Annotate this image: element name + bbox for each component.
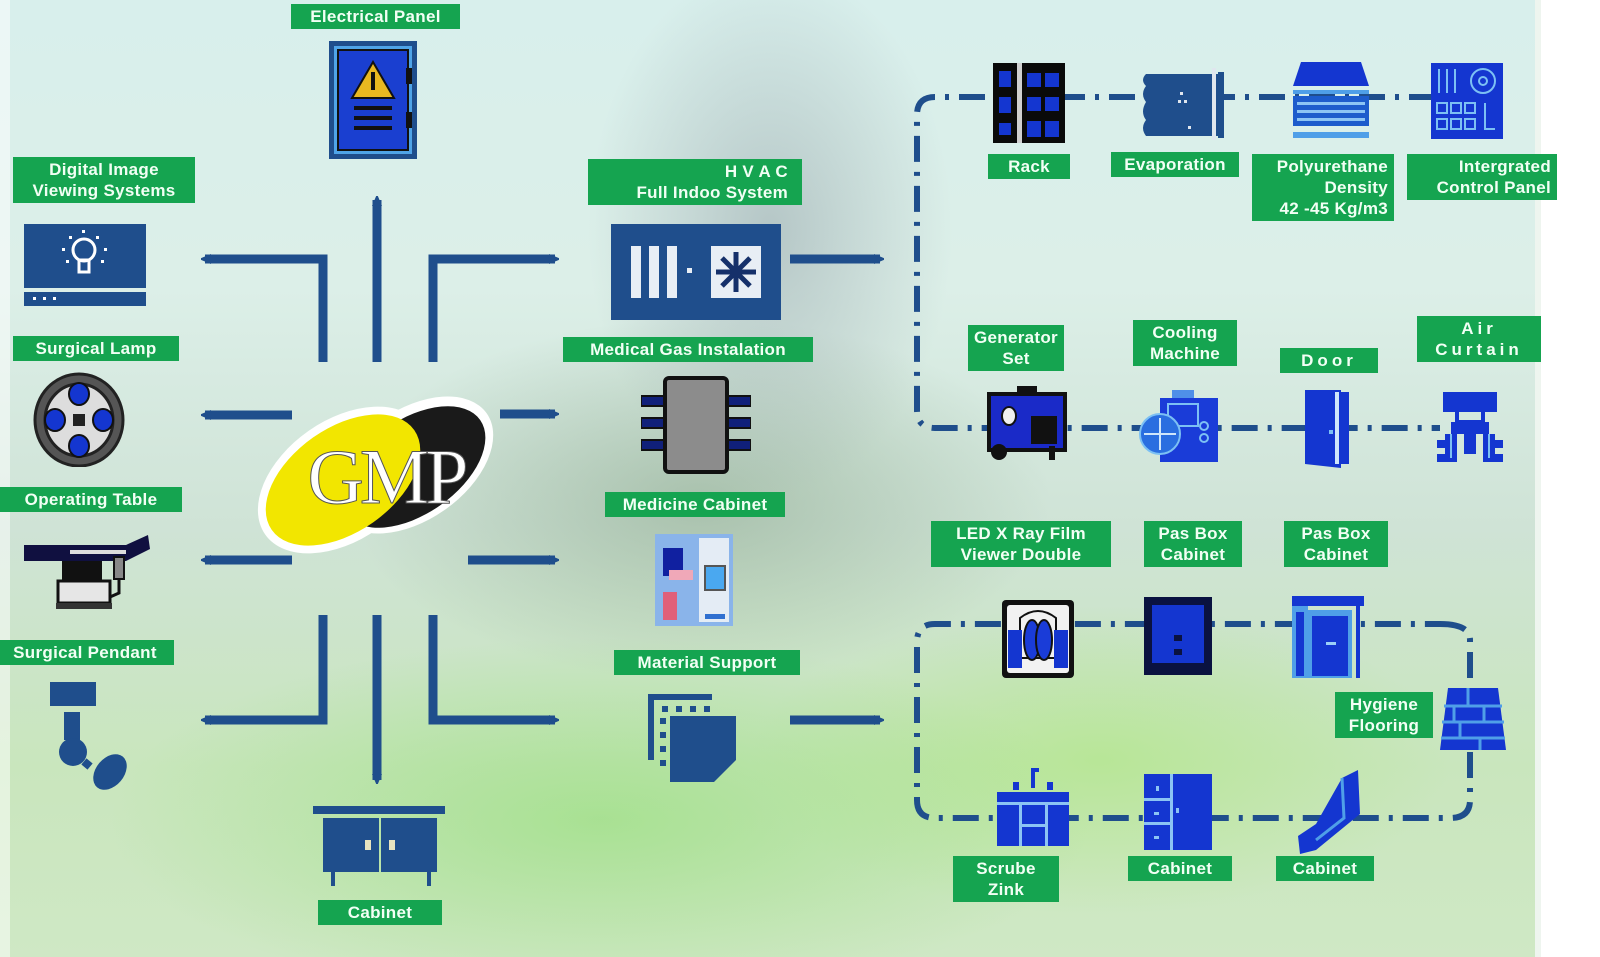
cooling-machine-icon [1139, 390, 1218, 462]
label-generator: Generator Set [968, 325, 1064, 371]
door-icon [1305, 390, 1349, 468]
label-medical-gas: Medical Gas Instalation [563, 337, 813, 362]
label-surgical-lamp: Surgical Lamp [13, 336, 179, 361]
label-cabinet-1: Cabinet [1128, 856, 1232, 881]
polyurethane-panel-icon [1293, 62, 1369, 138]
right-edge [1535, 0, 1600, 957]
operating-table-icon [24, 535, 150, 609]
pasbox-door-icon [1292, 596, 1364, 678]
label-digital-image: Digital Image Viewing Systems [13, 157, 195, 203]
label-cabinet-2: Cabinet [1276, 856, 1374, 881]
label-cabinet-bottom: Cabinet [318, 900, 442, 925]
control-panel-icon [1431, 63, 1503, 139]
label-material-support: Material Support [614, 650, 800, 675]
label-surgical-pendant: Surgical Pendant [0, 640, 174, 665]
label-evaporation: Evaporation [1111, 152, 1239, 177]
label-xray-viewer: LED X Ray Film Viewer Double [931, 521, 1111, 567]
label-scrub-sink: Scrube Zink [953, 856, 1059, 902]
label-cooling-machine: Cooling Machine [1133, 320, 1237, 366]
generator-icon [987, 386, 1067, 460]
label-door: Door [1280, 348, 1378, 373]
medical-gas-icon [641, 376, 751, 474]
surgical-pendant-icon [50, 682, 127, 790]
label-hygiene-flooring: Hygiene Flooring [1335, 692, 1433, 738]
label-hvac: H V A C Full Indoo System [588, 159, 802, 205]
label-control-panel: Intergrated Control Panel [1407, 154, 1557, 200]
label-rack: Rack [988, 154, 1070, 179]
material-support-icon [648, 694, 736, 782]
cabinet-tall-icon [1144, 774, 1212, 850]
pasbox-cabinet-icon [1144, 597, 1212, 675]
gmp-logo: GMP [257, 396, 494, 554]
hygiene-flooring-icon [1440, 688, 1506, 750]
label-electrical-panel: Electrical Panel [291, 4, 460, 29]
label-air-curtain: Air Curtain [1417, 316, 1541, 362]
surgical-lamp-icon [33, 372, 125, 467]
cabinet-icon [313, 806, 445, 886]
scrub-sink-icon [997, 768, 1069, 846]
label-pasbox-1: Pas Box Cabinet [1144, 521, 1242, 567]
image-viewer-icon [24, 224, 146, 306]
medicine-cabinet-icon [655, 534, 733, 626]
rack-icon [993, 63, 1065, 143]
xray-viewer-icon [1002, 600, 1074, 678]
left-edge [0, 0, 10, 957]
label-operating-table: Operating Table [0, 487, 182, 512]
air-curtain-icon [1437, 392, 1503, 462]
logo-text: GMP [307, 433, 466, 520]
label-polyurethane: Polyurethane Density 42 -45 Kg/m3 [1252, 154, 1394, 221]
cabinet-wall-icon [1298, 770, 1360, 854]
evaporation-icon [1143, 68, 1224, 140]
label-medicine-cabinet: Medicine Cabinet [605, 492, 785, 517]
electrical-panel-icon [329, 41, 417, 159]
label-pasbox-2: Pas Box Cabinet [1284, 521, 1388, 567]
hvac-unit-icon [611, 224, 781, 320]
